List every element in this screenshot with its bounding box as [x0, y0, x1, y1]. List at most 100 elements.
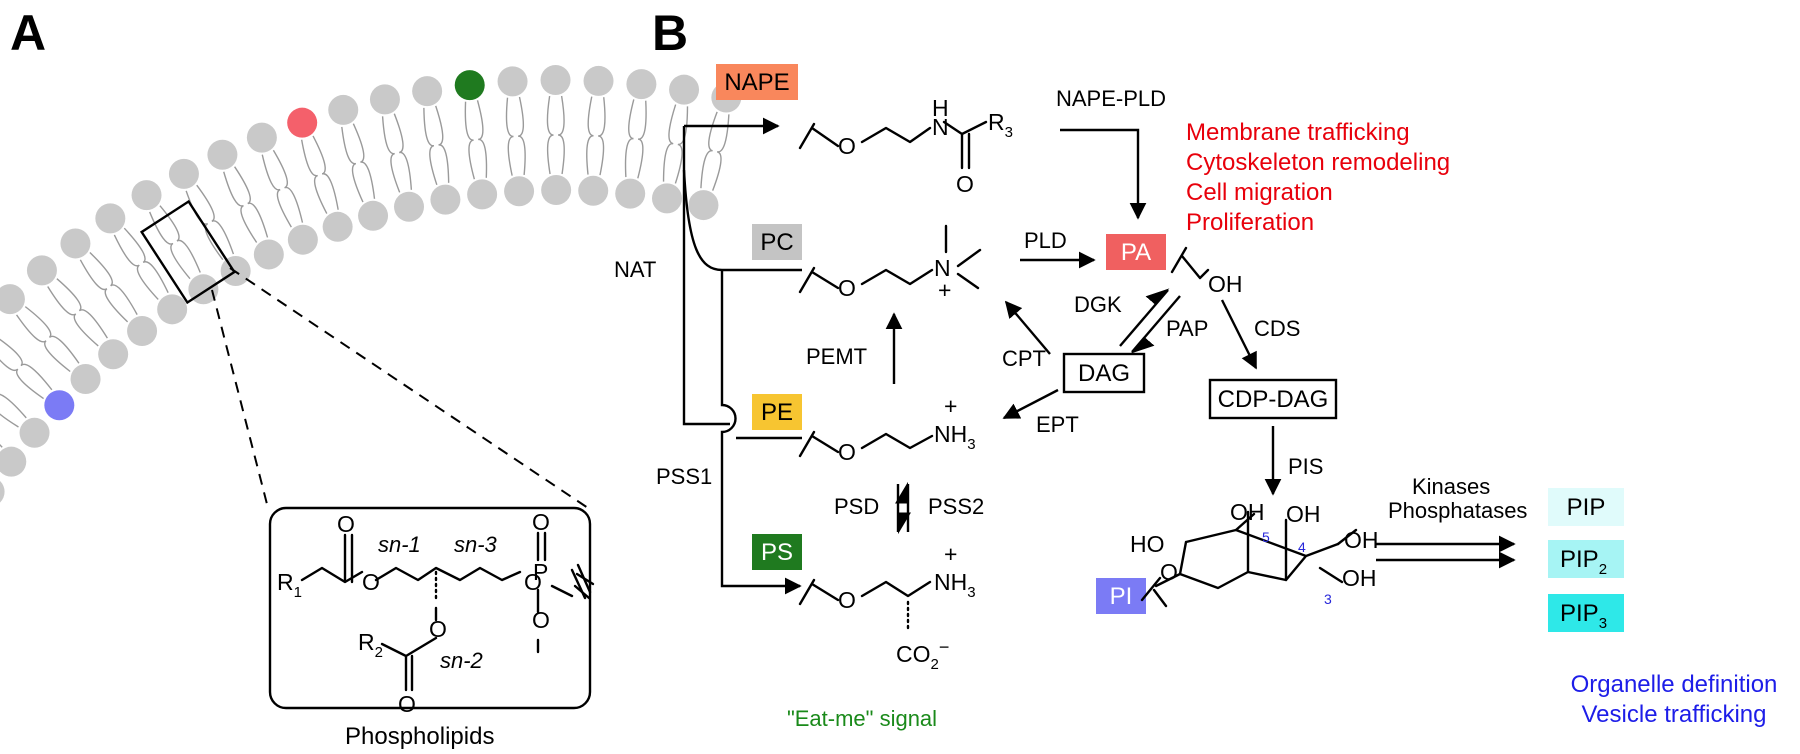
lipid-head	[358, 200, 389, 231]
lipid-tail	[312, 135, 326, 175]
pemt-label: PEMT	[806, 344, 867, 369]
r2-label: R2	[358, 629, 383, 661]
pip-function-1: Organelle definition	[1571, 671, 1778, 698]
ps-box	[752, 534, 802, 570]
pis-label: PIS	[1288, 454, 1323, 479]
ept-label: EPT	[1036, 412, 1079, 437]
phospholipid-structure-box	[268, 506, 592, 710]
svg-text:OH: OH	[1208, 271, 1243, 297]
lipid-tail	[142, 261, 169, 294]
lipid-tail	[211, 220, 235, 255]
lipid-tail	[668, 104, 677, 145]
panel-b-label: B	[652, 5, 688, 61]
pss1-line	[720, 270, 802, 595]
lipid-tail	[234, 166, 251, 205]
lipid-tail	[20, 363, 53, 391]
pa-function-2: Cytoskeleton remodeling	[1186, 149, 1450, 176]
cds-label: CDS	[1254, 316, 1300, 341]
lipid-head	[651, 183, 682, 214]
lipid-tail	[240, 204, 258, 243]
lipid-tail	[587, 96, 594, 137]
lipid-head	[540, 65, 571, 96]
lipid-tail	[399, 151, 413, 190]
lipid-head	[578, 175, 609, 206]
svg-text:N: N	[932, 114, 949, 140]
pip-function-2: Vesicle trafficking	[1582, 701, 1767, 728]
lipid-head	[253, 239, 284, 270]
pss1-label: PSS1	[656, 464, 712, 489]
pip-label: PIP	[1567, 494, 1606, 521]
pip3-box	[1548, 594, 1624, 632]
phosphate-o-top: O	[532, 509, 550, 535]
sn2-label: sn-2	[440, 648, 483, 673]
ps-structure: O NH3 + CO2−	[798, 541, 976, 673]
svg-text:+: +	[944, 541, 957, 567]
lipid-head	[328, 94, 359, 125]
lipid-tail	[558, 95, 565, 136]
lipid-tail	[0, 359, 19, 371]
lipid-tail	[276, 188, 292, 228]
lipid-head	[168, 158, 199, 189]
pld-label: PLD	[1024, 228, 1067, 253]
cpt-label: CPT	[1002, 346, 1046, 371]
lipid-head	[369, 84, 400, 115]
lipid-head	[19, 417, 50, 448]
lipid-tail	[360, 161, 376, 199]
lipid-tail	[0, 338, 23, 367]
lipid-tail	[78, 309, 108, 339]
psd-label: PSD	[834, 494, 879, 519]
lipid-tail	[438, 144, 450, 183]
pc-label: PC	[760, 229, 793, 256]
pip2-box	[1548, 540, 1624, 578]
lipid-head	[467, 179, 498, 210]
nat-label: NAT	[614, 257, 656, 282]
lipid-tail	[110, 284, 138, 315]
lipid-tail	[341, 126, 357, 165]
lipid-tail	[104, 288, 129, 323]
svg-text:O: O	[838, 133, 856, 159]
ester-o-3: O	[524, 569, 542, 595]
lipid-head	[583, 65, 614, 96]
lipid-tail	[15, 314, 47, 343]
lipid-tail	[700, 150, 713, 189]
lipid-tail	[708, 111, 718, 152]
svg-text:OH: OH	[1286, 501, 1321, 527]
dgk-label: DGK	[1074, 292, 1122, 317]
lipid-tail	[628, 99, 635, 140]
lipid-head	[430, 184, 461, 215]
lipid-tail	[49, 335, 80, 364]
svg-text:O: O	[838, 275, 856, 301]
dag-label: DAG	[1078, 360, 1130, 387]
pa-function-3: Cell migration	[1186, 179, 1333, 206]
ester-o-1: O	[362, 569, 380, 595]
lipid-tail	[505, 97, 514, 138]
pi-label: PI	[1110, 583, 1133, 610]
zoom-line-right	[229, 267, 589, 509]
lipid-tail	[598, 97, 606, 137]
pa-structure: OH	[1170, 246, 1243, 297]
lipid-tail	[546, 134, 554, 175]
lipid-tail	[717, 114, 730, 153]
pap-label: PAP	[1166, 316, 1208, 341]
svg-text:CO2−: CO2−	[896, 637, 949, 673]
svg-text:+: +	[938, 277, 951, 303]
phosphate-o-bottom: O	[532, 607, 550, 633]
lipid-tail	[435, 105, 444, 146]
lipid-tail	[586, 135, 594, 175]
lipid-tail	[507, 135, 514, 176]
lipid-head	[615, 178, 646, 209]
svg-text:O: O	[838, 439, 856, 465]
membrane-bilayer	[0, 65, 742, 503]
zoom-line-left	[211, 289, 269, 509]
lipid-tail	[390, 152, 401, 193]
lipid-tail	[674, 143, 683, 184]
svg-text:H: H	[932, 95, 949, 121]
lipid-tail	[351, 162, 364, 203]
lipid-head	[26, 255, 57, 286]
phosphatases-label: Phosphatases	[1388, 498, 1527, 523]
lipid-head	[60, 228, 91, 259]
lipid-tail	[476, 100, 484, 141]
lipid-head	[287, 224, 318, 255]
lipid-head	[322, 211, 353, 242]
highlighted-lipid-head	[454, 70, 485, 101]
